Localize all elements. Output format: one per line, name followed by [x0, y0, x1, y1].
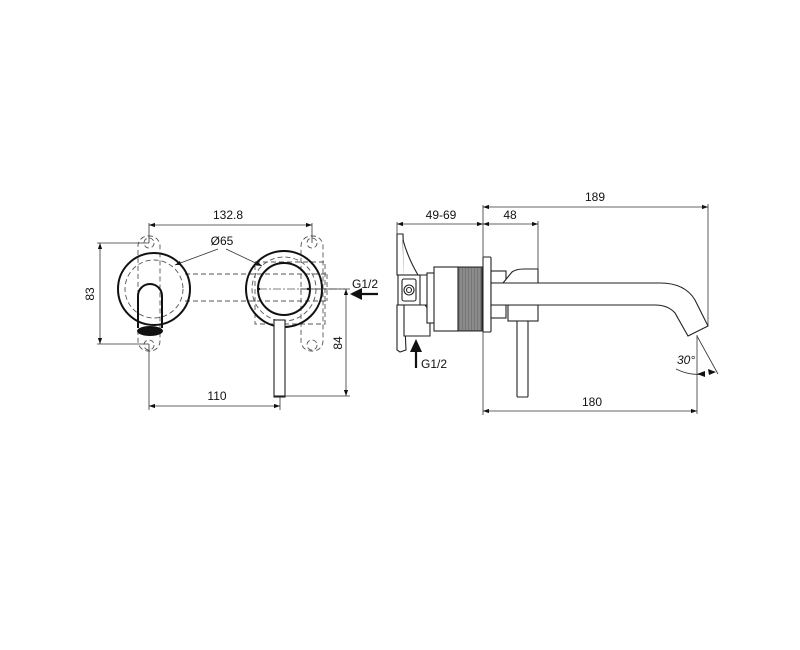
- dimension-180: 180: [483, 335, 698, 414]
- dim-label-132-8: 132.8: [213, 208, 243, 222]
- dimension-189: 189: [483, 190, 709, 326]
- dim-label-diameter: Ø65: [211, 234, 234, 248]
- inlet-arrow-side: G1/2: [410, 339, 447, 371]
- inlet-arrow-front: G1/2: [350, 277, 378, 300]
- dim-label-180: 180: [582, 395, 602, 409]
- inlet-label-front: G1/2: [352, 277, 378, 291]
- angle-annotation: 30°: [675, 335, 719, 377]
- dimension-110: 110: [148, 344, 281, 410]
- dimension-48: 48: [483, 208, 539, 270]
- threaded-sleeve: [457, 266, 483, 332]
- lever-handle-side: [516, 320, 529, 398]
- front-view: 132.8 Ø65 83 110 84: [83, 208, 378, 410]
- inlet-label-side: G1/2: [421, 357, 447, 371]
- aerator-outlet: [137, 326, 163, 336]
- spout-rosette: [117, 252, 191, 336]
- wall-rosette-side: [482, 256, 492, 333]
- spout-assembly: [490, 268, 709, 398]
- dim-label-189: 189: [585, 190, 605, 204]
- dimension-49-69: 49-69: [396, 205, 484, 415]
- dimension-132-8: 132.8: [148, 208, 313, 243]
- lever-handle: [273, 319, 286, 398]
- dim-label-110: 110: [207, 389, 226, 403]
- dim-label-48: 48: [503, 208, 517, 222]
- dimension-83: 83: [83, 242, 149, 345]
- dim-label-83: 83: [83, 287, 97, 301]
- side-view: 49-69 48 189 180 30°: [396, 190, 719, 415]
- dimension-84: 84: [285, 288, 350, 397]
- angle-label: 30°: [677, 353, 695, 367]
- valve-body: [397, 266, 459, 337]
- dim-label-84: 84: [331, 336, 345, 350]
- dimension-diameter: Ø65: [174, 234, 263, 267]
- dim-label-49-69: 49-69: [426, 208, 457, 222]
